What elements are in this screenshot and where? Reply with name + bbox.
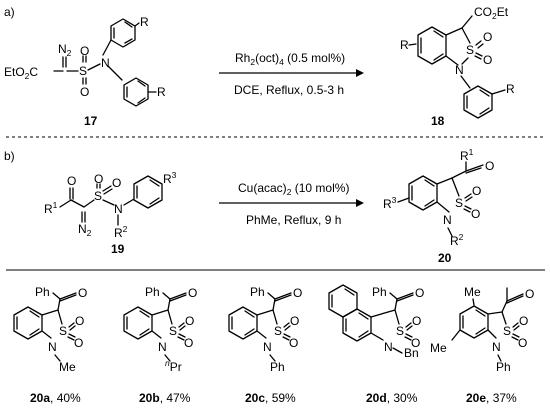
example-20e-nsub: Ph [496,360,511,374]
example-20e-me-top: Me [464,285,481,299]
example-20e: O Me Me S O O N Ph 20e, 37% [430,285,534,405]
example-20d-acyl: Ph [372,285,387,299]
example-20d: Ph O S O O N Bn 20d, 30% [328,284,424,405]
substrate-19-s: S [94,189,102,203]
product-20-s: S [455,196,463,210]
example-20d-nsub: Bn [404,346,419,360]
example-20b-s: S [169,324,177,338]
substrate-17-o-top: O [80,44,89,58]
example-20a: Ph O S O O N Me 20a, 40% [13,285,87,405]
product-18-co2et: CO2Et [474,5,509,21]
example-20b-nsub: nPr [165,358,182,374]
reagent-b: Cu(acac)2 (10 mol%) [238,181,349,197]
compound-18-number: 18 [431,114,445,128]
product-20-r3: R3 [383,195,397,211]
product-20-o-bottom: O [471,207,480,221]
substrate-19-o-ketone: O [67,174,76,188]
substrate-19-o-top-right: O [112,176,121,190]
substrate-17: R N S O O N2 EtO2C R 17 [4,15,166,128]
example-20e-n: N [492,340,501,354]
compound-17-number: 17 [84,114,98,128]
substrate-17-s: S [79,64,87,78]
example-20b-o-bottom: O [184,336,193,350]
substrate-19-n2: N2 [78,222,92,238]
example-20a-caption: 20a, 40% [30,391,81,405]
product-18: R S O O N CO2Et R 18 [400,5,515,128]
example-20c-acyl: Ph [250,285,265,299]
substrate-17-o-bottom: O [80,85,89,99]
reaction-arrow-b: Cu(acac)2 (10 mol%) PhMe, Reflux, 9 h [219,181,364,227]
example-20e-s: S [503,324,511,338]
example-20d-n: N [384,340,393,354]
product-20: R1 O R3 S O O N R2 20 [383,147,494,265]
example-20c: Ph O S O O N Ph 20c, 59% [228,285,302,405]
example-20b-o-top: O [185,314,194,328]
example-20b-o-ketone: O [188,286,197,300]
part-a-label: a) [4,5,15,19]
substrate-17-r-top: R [140,15,149,29]
example-20a-acyl: Ph [35,285,50,299]
product-18-n: N [455,63,464,77]
example-20e-me-bottom: Me [430,341,447,355]
example-20c-o-bottom: O [289,336,298,350]
example-20c-nsub: Ph [270,360,285,374]
reagent-a: Rh2(oct)4 (0.5 mol%) [235,51,345,67]
example-20e-o-ketone: O [525,287,534,301]
example-20c-o-top: O [290,314,299,328]
example-20e-o-top: O [519,314,528,328]
substrate-17-r-right: R [157,85,166,99]
substrate-19-r3: R3 [163,170,177,186]
example-20a-s: S [59,324,67,338]
compound-19-number: 19 [111,242,125,256]
substrate-19-r2: R2 [114,224,128,240]
example-20c-caption: 20c, 59% [245,391,296,405]
reaction-arrow-a: Rh2(oct)4 (0.5 mol%) DCE, Reflux, 0.5-3 … [219,51,364,97]
product-20-r2: R2 [450,232,464,248]
part-b-label: b) [4,149,15,163]
substrate-17-n2: N2 [58,42,72,58]
example-20a-n: N [48,340,57,354]
substrate-17-n: N [101,56,110,70]
example-20a-nsub: Me [59,360,76,374]
product-20-n: N [443,213,452,227]
example-20b-acyl: Ph [145,285,160,299]
product-20-o-ketone: O [485,159,494,173]
substrate-19-r1: R1 [44,200,58,216]
example-20a-o-ketone: O [78,286,87,300]
substrate-19-n: N [114,202,123,216]
example-20c-n: N [263,340,272,354]
example-20b: Ph O S O O N nPr 20b, 47% [123,285,197,405]
example-20c-o-ketone: O [293,286,302,300]
substrate-19-o-top-left: O [94,172,103,186]
example-20d-o-ketone: O [415,286,424,300]
example-20b-caption: 20b, 47% [139,391,191,405]
product-18-o-top: O [483,30,492,44]
example-20e-caption: 20e, 37% [466,391,517,405]
product-18-r-right: R [506,82,515,96]
example-20d-o-bottom: O [411,336,420,350]
product-20-o-top: O [472,184,481,198]
product-18-s: S [466,43,474,57]
example-20e-o-bottom: O [518,336,527,350]
conditions-b: PhMe, Reflux, 9 h [246,213,341,227]
product-20-r1: R1 [460,147,474,163]
product-18-r-left: R [400,38,409,52]
example-20c-s: S [274,324,282,338]
substrate-17-ester: EtO2C [4,65,38,81]
example-20b-n: N [158,340,167,354]
example-20d-o-top: O [412,314,421,328]
compound-20-number: 20 [438,251,452,265]
example-20a-o-bottom: O [74,336,83,350]
example-20d-caption: 20d, 30% [366,391,418,405]
conditions-a: DCE, Reflux, 0.5-3 h [234,83,344,97]
product-18-o-right: O [483,53,492,67]
substrate-19: O R1 N2 S O O N R2 R3 19 [44,170,177,256]
example-20a-o-top: O [75,314,84,328]
example-20d-s: S [396,324,404,338]
